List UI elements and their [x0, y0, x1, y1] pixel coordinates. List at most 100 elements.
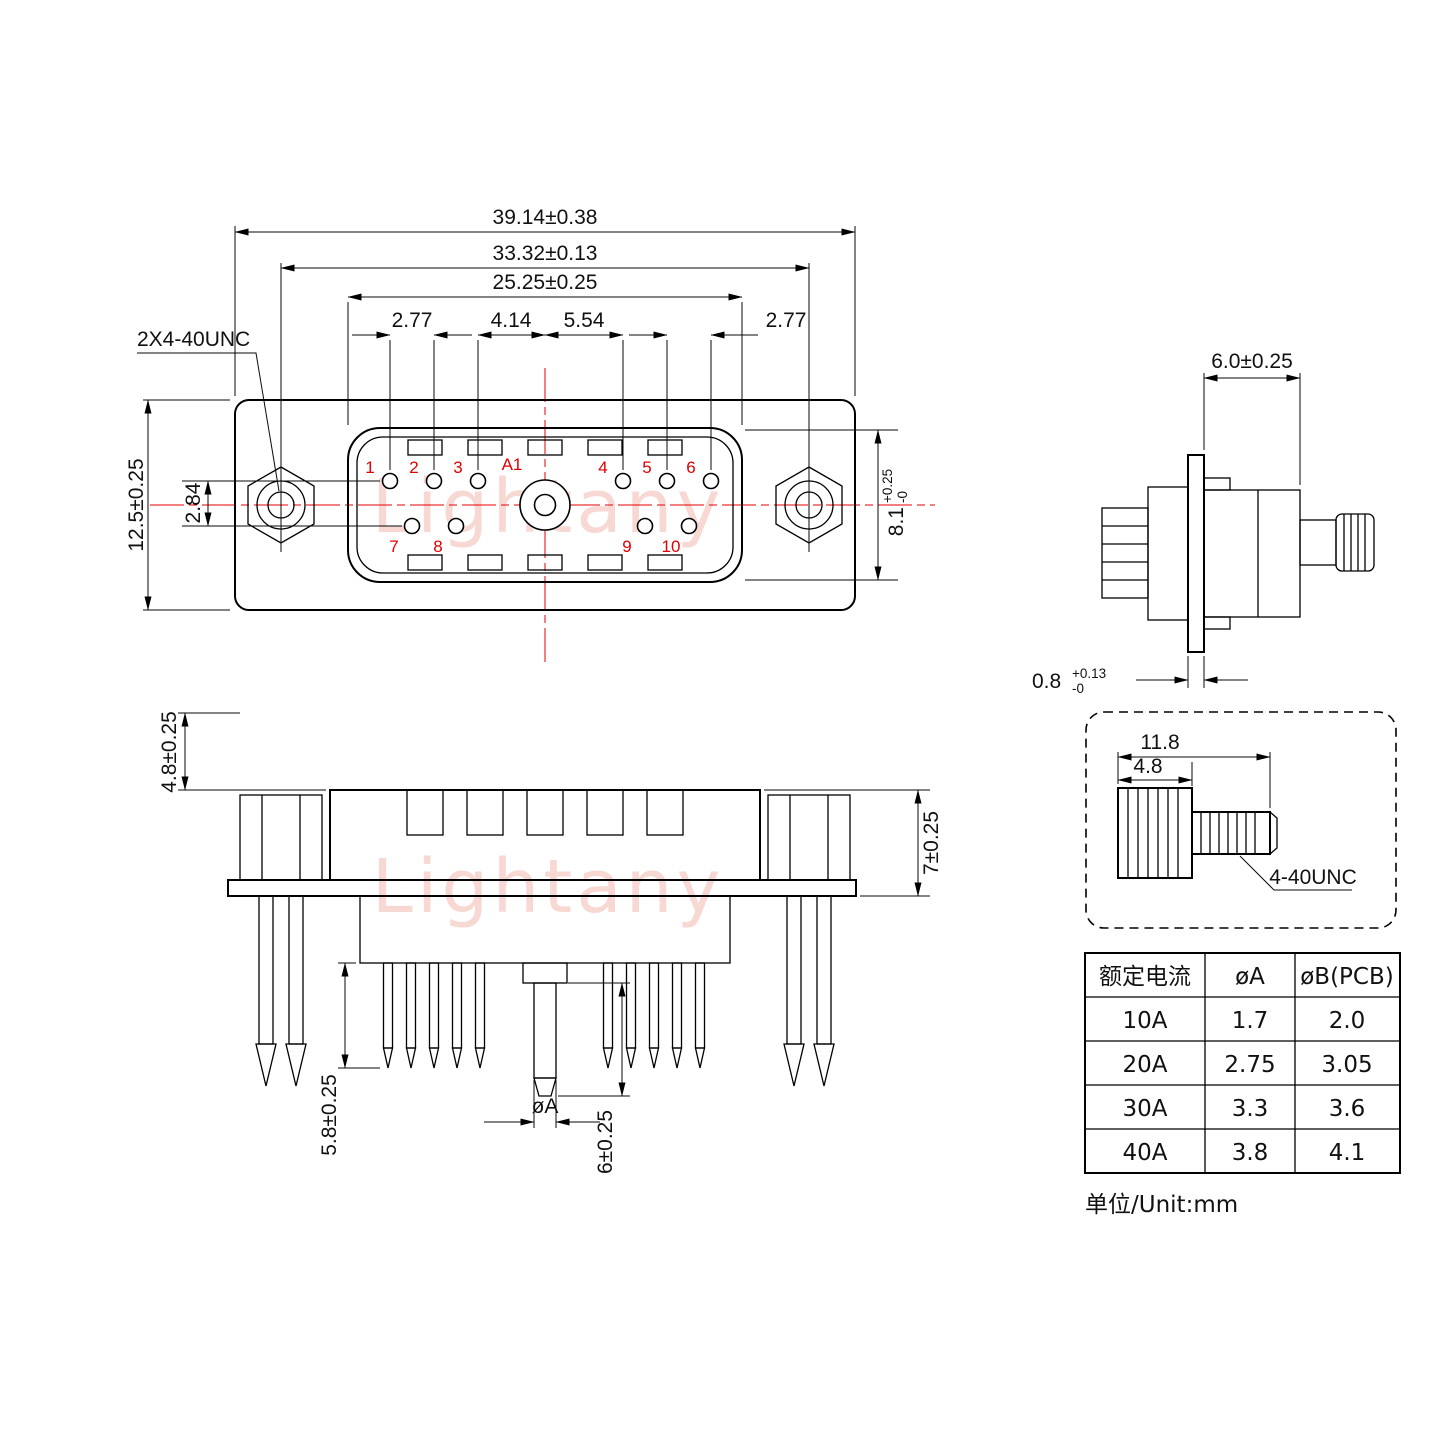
dim-shell-height-tol-plus: +0.25	[880, 469, 895, 503]
dim-shell-height-tol-minus: -0	[895, 491, 910, 503]
dim-pin-length: 5.8±0.25	[318, 962, 380, 1156]
pin-3	[469, 472, 487, 490]
cell-current: 30A	[1122, 1096, 1167, 1122]
d-shell	[347, 427, 743, 583]
pin-label-5: 5	[642, 458, 651, 477]
dim-pin-length-value: 5.8±0.25	[318, 1074, 341, 1156]
dim-pitch-row: 2.77 4.14 5.54 2.77	[352, 309, 806, 470]
dim-outer-width: 39.14±0.38	[234, 206, 856, 396]
rear-body	[1203, 489, 1301, 618]
pin-label-4: 4	[598, 458, 607, 477]
dim-depth: 6.0±0.25	[1203, 350, 1301, 485]
flange-outline	[234, 399, 856, 611]
screw-thread-callout-value: 4-40UNC	[1269, 866, 1357, 889]
pin-label-a1: A1	[502, 455, 523, 474]
cell-current: 40A	[1122, 1140, 1167, 1166]
pin-7	[403, 517, 421, 535]
cell-current: 20A	[1122, 1052, 1167, 1078]
table-row: 40A 3.8 4.1	[1122, 1140, 1365, 1166]
pin-label-1: 1	[365, 458, 374, 477]
dim-flange-height-value: 12.5±0.25	[125, 458, 148, 551]
dim-screw-total-value: 11.8	[1140, 731, 1179, 754]
cell-dia-a: 3.3	[1232, 1096, 1269, 1122]
dim-flange-thickness: 0.8 +0.13 -0	[1032, 656, 1248, 696]
unit-note: 单位/Unit:mm	[1085, 1192, 1238, 1218]
dim-mount-spacing: 33.32±0.13	[280, 242, 810, 272]
dim-screw-head: 4.8	[1117, 755, 1193, 786]
pin-5	[658, 472, 676, 490]
dim-center-pin-length-value: 6±0.25	[594, 1110, 617, 1174]
dim-pitch-4-value: 2.77	[766, 309, 807, 332]
dim-depth-value: 6.0±0.25	[1211, 350, 1293, 373]
front-view: 1 2 3 A1 4 5 6 7 8 9 10 39.14±0.38 33.32…	[125, 206, 935, 662]
side-view: 6.0±0.25 0.8 +0.13 -0	[1032, 350, 1375, 696]
dim-outer-width-value: 39.14±0.38	[493, 206, 598, 229]
pin-9	[636, 517, 654, 535]
contacts	[381, 472, 720, 535]
watermark-text: Lightany	[372, 844, 725, 930]
dim-center-pin-length: 6±0.25	[558, 982, 630, 1174]
mounting-hole-right	[775, 263, 843, 552]
table-row: 10A 1.7 2.0	[1122, 1008, 1365, 1034]
pin-numbers: 1 2 3 A1 4 5 6 7 8 9 10	[365, 455, 695, 556]
pin-2	[425, 472, 443, 490]
dim-mount-spacing-value: 33.32±0.13	[493, 242, 598, 265]
dim-row-gap-value: 2.84	[182, 482, 205, 523]
pin-label-3: 3	[453, 458, 462, 477]
dim-pitch-2-value: 4.14	[491, 309, 532, 332]
screw	[1117, 787, 1278, 879]
pin-a1-center	[533, 493, 557, 517]
center-coax-pin	[522, 962, 568, 1097]
pin-group-right	[602, 962, 706, 1069]
screw-detail: 11.8 4.8 4-40UNC	[1085, 711, 1397, 929]
dim-flange-thickness-value: 0.8	[1032, 670, 1061, 693]
cell-dia-b: 3.6	[1329, 1096, 1366, 1122]
screwlock-standoff	[1101, 507, 1149, 599]
cell-dia-a: 3.8	[1232, 1140, 1269, 1166]
dim-pin-span-value: 25.25±0.25	[493, 271, 598, 294]
dim-pin-span: 25.25±0.25	[347, 271, 743, 425]
dim-screw-total: 11.8	[1117, 731, 1271, 808]
hex-nut-left	[239, 794, 323, 881]
flange-plate	[1187, 454, 1205, 653]
cell-dia-b: 3.05	[1321, 1052, 1372, 1078]
mounting-hole-left	[247, 263, 315, 552]
stud-knurl	[1335, 513, 1375, 572]
pin-label-8: 8	[433, 537, 442, 556]
dim-pin-diameter: øA	[484, 1080, 600, 1128]
spec-table: 额定电流 øA øB(PCB) 10A 1.7 2.0 20A 2.75 3.0…	[1084, 952, 1401, 1218]
pin-4	[614, 472, 632, 490]
table-header-dia-b: øB(PCB)	[1300, 964, 1394, 990]
dim-standoff: 4.8±0.25	[158, 711, 326, 793]
screw-head	[1117, 787, 1193, 879]
pin-1	[381, 472, 399, 490]
dim-row-gap: 2.84	[182, 480, 402, 527]
dim-shell-height-value: 8.1	[885, 507, 908, 536]
pin-label-2: 2	[409, 458, 418, 477]
dim-pin-diameter-value: øA	[532, 1095, 559, 1118]
board-lock-right	[783, 895, 835, 1087]
dim-screw-head-value: 4.8	[1133, 755, 1162, 778]
screw-thread-callout: 4-40UNC	[1239, 855, 1357, 891]
dim-pitch-1-value: 2.77	[392, 309, 433, 332]
table-row: 30A 3.3 3.6	[1122, 1096, 1365, 1122]
dim-pitch-3-value: 5.54	[564, 309, 605, 332]
dim-body-height: 7±0.25	[764, 789, 943, 897]
cell-dia-a: 1.7	[1232, 1008, 1269, 1034]
dim-flange-thickness-tol-plus: +0.13	[1072, 666, 1106, 681]
screw-thread	[1191, 811, 1271, 855]
shell-body	[1147, 486, 1189, 621]
thread-callout: 2X4-40UNC	[137, 328, 280, 492]
pin-6	[702, 472, 720, 490]
stud	[1299, 519, 1337, 566]
pin-label-9: 9	[622, 537, 631, 556]
dim-standoff-value: 4.8±0.25	[158, 711, 181, 793]
table-header-current: 额定电流	[1099, 964, 1191, 990]
dim-flange-thickness-tol-minus: -0	[1072, 681, 1084, 696]
pin-10	[680, 517, 698, 535]
dim-body-height-value: 7±0.25	[920, 811, 943, 875]
pin-label-6: 6	[686, 458, 695, 477]
solder-pins	[382, 962, 706, 1097]
